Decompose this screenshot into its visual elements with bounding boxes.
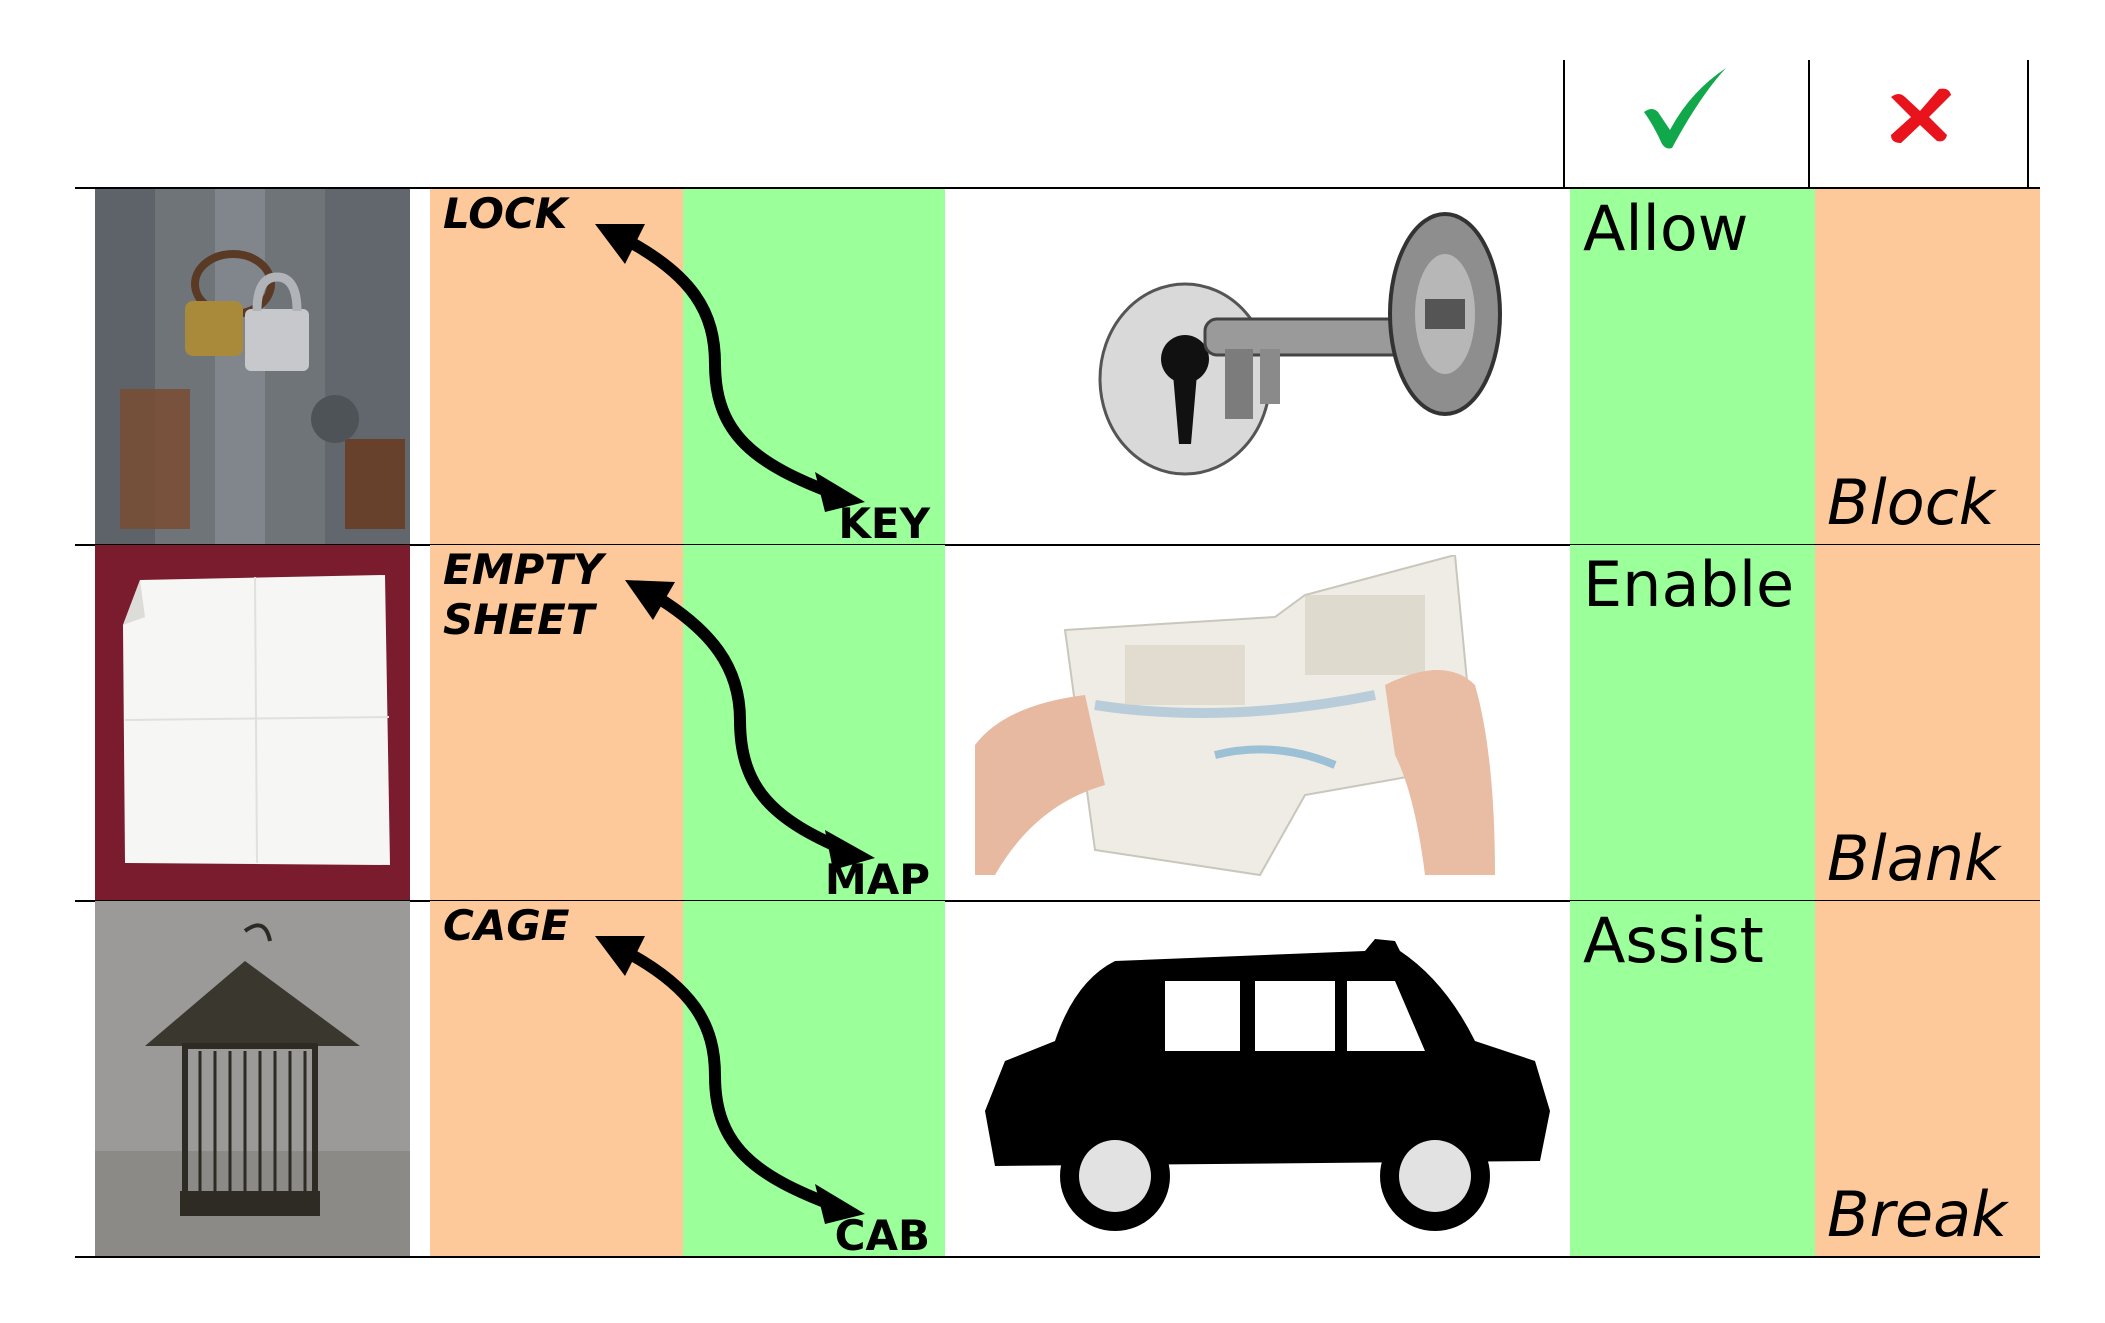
positive-word: Assist xyxy=(1583,904,1764,977)
negative-cell xyxy=(1815,545,2040,900)
row-separator-bottom xyxy=(75,1256,2040,1258)
row-separator xyxy=(75,544,2040,546)
double-arrow-icon xyxy=(595,224,865,512)
key-in-keyhole-illustration xyxy=(975,199,1615,534)
check-icon xyxy=(1644,68,1726,149)
double-arrow-icon xyxy=(625,580,875,870)
negative-word: Blank xyxy=(1827,822,2000,895)
pair-row-lock-key: LOCK KEY Allow Block xyxy=(75,189,2040,548)
hands-holding-map-illustration xyxy=(975,553,1615,890)
birdcage-photo xyxy=(95,901,410,1256)
taxi-cab-silhouette xyxy=(975,911,1615,1246)
row-separator xyxy=(75,900,2040,902)
pair-row-cage-cab: CAGE CAB Assist Break xyxy=(75,901,2040,1260)
negative-cell xyxy=(1815,189,2040,544)
negative-cell xyxy=(1815,901,2040,1256)
negative-word: Break xyxy=(1827,1178,2008,1251)
word-a-label: EMPTY SHEET xyxy=(443,545,604,644)
positive-word: Allow xyxy=(1583,192,1749,265)
word-a-band xyxy=(430,545,683,900)
positive-cell xyxy=(1570,901,1815,1256)
header-divider-right xyxy=(2027,60,2029,188)
word-b-label: KEY xyxy=(838,499,930,548)
cross-icon xyxy=(1891,88,1951,143)
positive-cell xyxy=(1570,189,1815,544)
header-divider-left xyxy=(1563,60,1565,188)
padlocks-photo xyxy=(95,189,410,544)
word-a-label: LOCK xyxy=(443,189,568,238)
double-arrow-icon xyxy=(595,936,865,1224)
row-separator-top xyxy=(75,187,2040,189)
pair-row-sheet-map: EMPTY SHEET MAP Enable Blank xyxy=(75,545,2040,904)
word-b-label: CAB xyxy=(834,1211,930,1260)
word-a-label: CAGE xyxy=(443,901,570,950)
negative-word: Block xyxy=(1827,466,1995,539)
header-divider-mid xyxy=(1808,60,1810,188)
positive-cell xyxy=(1570,545,1815,900)
blank-paper-photo xyxy=(95,545,410,900)
positive-word: Enable xyxy=(1583,548,1795,621)
